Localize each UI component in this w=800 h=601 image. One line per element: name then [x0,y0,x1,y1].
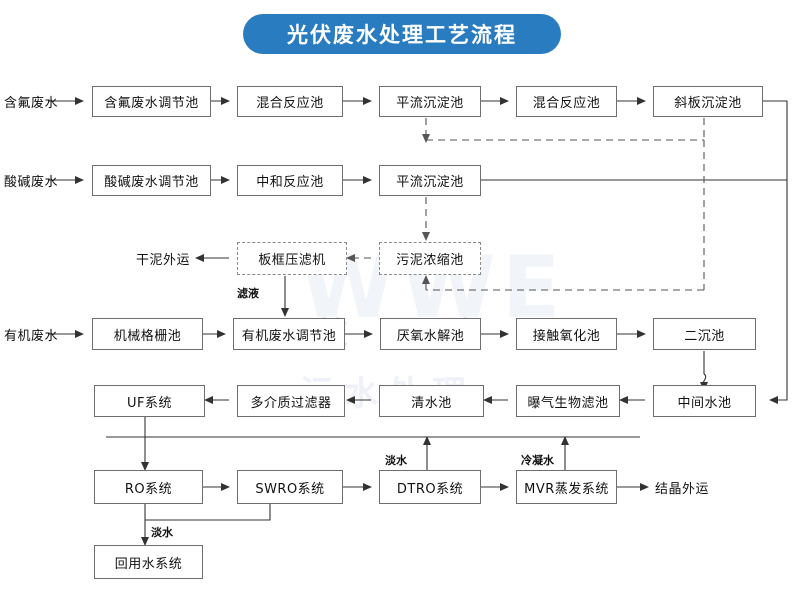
node-sludge-thickening-tank[interactable]: 污泥浓缩池 [379,242,481,275]
node-mvr-evaporation-system[interactable]: MVR蒸发系统 [516,470,617,504]
edge-label-fresh-ro: 淡水 [150,524,174,540]
node-intermediate-tank[interactable]: 中间水池 [653,385,756,417]
output-label-crystal: 结晶外运 [655,482,710,497]
input-label-acidalkali: 酸碱废水 [4,175,59,190]
page-title: 光伏废水处理工艺流程 [243,14,561,54]
node-mixing-reaction-tank-2[interactable]: 混合反应池 [516,86,617,117]
node-acid-alkali-regulating-tank[interactable]: 酸碱废水调节池 [92,165,211,196]
node-inclined-plate-sed-tank[interactable]: 斜板沉淀池 [653,86,763,117]
node-aerated-biofilter[interactable]: 曝气生物滤池 [516,385,620,417]
input-label-organic: 有机废水 [4,329,59,344]
node-ro-system[interactable]: RO系统 [94,470,203,504]
input-label-fluoride: 含氟废水 [4,96,59,111]
node-dtro-system[interactable]: DTRO系统 [379,470,481,504]
node-anaerobic-hydrolysis-tank[interactable]: 厌氧水解池 [380,318,481,350]
node-organic-regulating-tank[interactable]: 有机废水调节池 [233,318,345,350]
node-neutralization-tank[interactable]: 中和反应池 [237,165,343,196]
node-multimedia-filter[interactable]: 多介质过滤器 [237,385,345,417]
edge-label-condensate: 冷凝水 [520,452,555,468]
node-mixing-reaction-tank-1[interactable]: 混合反应池 [237,86,343,117]
node-reuse-water-system[interactable]: 回用水系统 [94,545,203,579]
output-label-dry-sludge: 干泥外运 [136,253,191,268]
node-mechanical-grille-tank[interactable]: 机械格栅池 [92,318,203,350]
node-uf-system[interactable]: UF系统 [94,385,205,417]
node-horizontal-sed-tank-2[interactable]: 平流沉淀池 [379,165,481,196]
node-secondary-sed-tank[interactable]: 二沉池 [653,318,756,350]
edge-label-filtrate: 滤液 [236,285,260,301]
node-plate-frame-filter-press[interactable]: 板框压滤机 [237,242,347,275]
edge-label-fresh-dtro: 淡水 [384,452,408,468]
node-horizontal-sed-tank-1[interactable]: 平流沉淀池 [379,86,481,117]
node-clear-water-tank[interactable]: 清水池 [379,385,484,417]
node-contact-oxidation-tank[interactable]: 接触氧化池 [516,318,617,350]
node-fluoride-regulating-tank[interactable]: 含氟废水调节池 [92,86,211,117]
node-swro-system[interactable]: SWRO系统 [237,470,343,504]
